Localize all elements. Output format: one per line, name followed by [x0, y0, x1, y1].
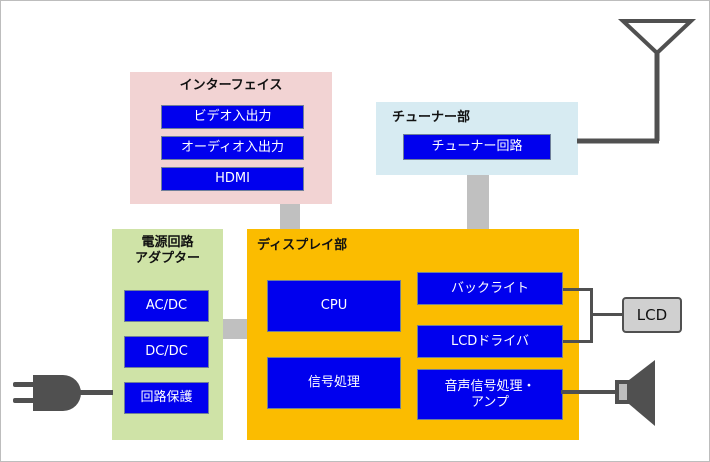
display-title: ディスプレイ部	[257, 238, 348, 253]
lcd-driver-block: LCDドライバ	[417, 325, 563, 358]
interface-panel: インターフェイス ビデオ入出力 オーディオ入出力 HDMI	[130, 72, 332, 204]
tuner-circuit-block: チューナー回路	[403, 134, 551, 160]
video-io-block: ビデオ入出力	[161, 105, 304, 129]
ac-dc-block: AC/DC	[124, 290, 209, 322]
display-panel: ディスプレイ部 CPU 信号処理 バックライト LCDドライバ 音声信号処理・ …	[247, 229, 579, 440]
backlight-lcd-line	[563, 288, 593, 291]
dc-dc-block: DC/DC	[124, 336, 209, 368]
antenna-icon	[577, 19, 697, 144]
connector-power-display	[221, 319, 251, 339]
backlight-block: バックライト	[417, 272, 563, 305]
hdmi-block: HDMI	[161, 167, 304, 191]
power-title: 電源回路 アダプター	[134, 235, 200, 266]
tuner-panel: チューナー部 チューナー回路	[376, 102, 578, 175]
interface-title: インターフェイス	[179, 78, 283, 93]
connector-interface-display	[280, 201, 300, 233]
speaker-icon	[561, 360, 655, 426]
lcddriver-lcd-line	[563, 340, 593, 343]
cpu-block: CPU	[267, 280, 401, 332]
audio-io-block: オーディオ入出力	[161, 136, 304, 160]
audio-amp-block: 音声信号処理・ アンプ	[417, 369, 563, 420]
lcd-bracket-link	[590, 313, 624, 316]
lcd-panel-box: LCD	[622, 297, 682, 333]
tuner-title: チューナー部	[392, 110, 471, 125]
circuit-protection-block: 回路保護	[124, 382, 209, 414]
signal-processing-block: 信号処理	[267, 357, 401, 409]
connector-tuner-display	[467, 173, 489, 231]
power-panel: 電源回路 アダプター AC/DC DC/DC 回路保護	[112, 229, 223, 440]
power-plug-icon	[13, 375, 113, 411]
